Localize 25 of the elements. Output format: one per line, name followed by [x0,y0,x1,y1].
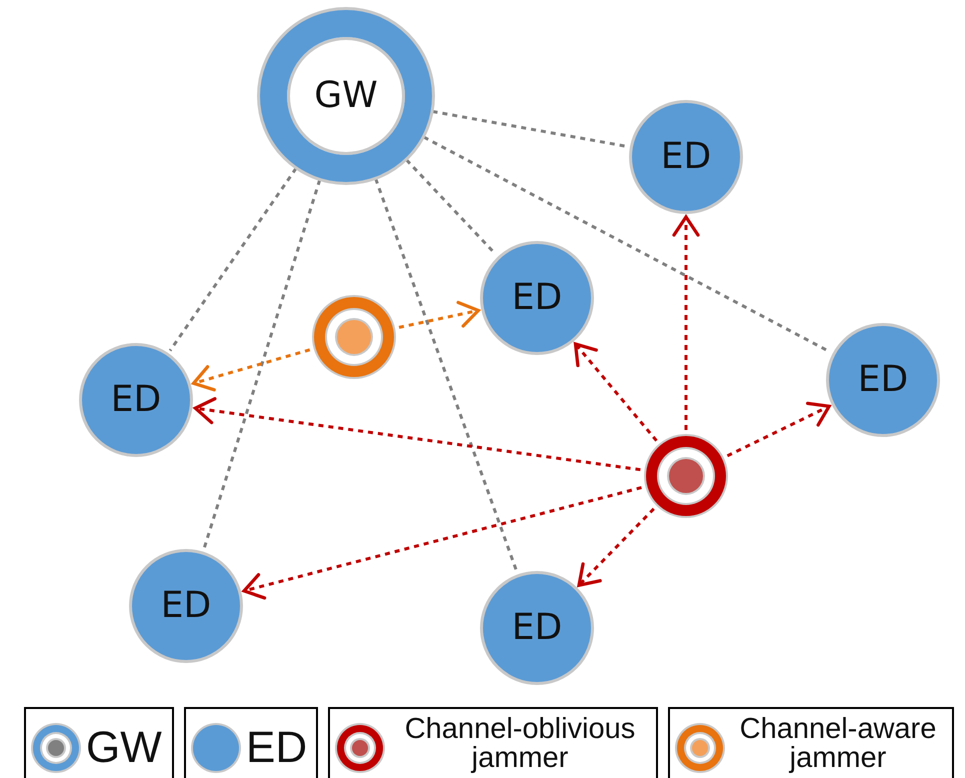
link-line [432,110,628,148]
node-label: ED [512,280,562,316]
jammer-node [310,293,398,381]
node-label: ED [858,362,908,398]
legend-label: GW [86,726,162,770]
jammer-node [642,432,730,520]
arrow [577,508,655,587]
link-line [202,180,322,550]
link-line [168,168,298,352]
arrow [574,342,658,442]
arrow [194,397,641,472]
arrow [398,300,480,329]
node-label: ED [160,588,212,624]
link-line [374,178,518,572]
arrow [242,486,642,600]
arrow [192,348,310,392]
node-label: GW [314,78,378,114]
legend-label: ED [246,726,308,770]
legend-label: Channel-oblivious jammer [404,715,636,773]
legend-label: Channel-aware jammer [738,715,938,773]
node-label: ED [110,382,162,418]
arrow [726,402,831,458]
node-label: ED [660,139,712,175]
arrow [672,215,700,430]
node-label: ED [512,610,562,646]
